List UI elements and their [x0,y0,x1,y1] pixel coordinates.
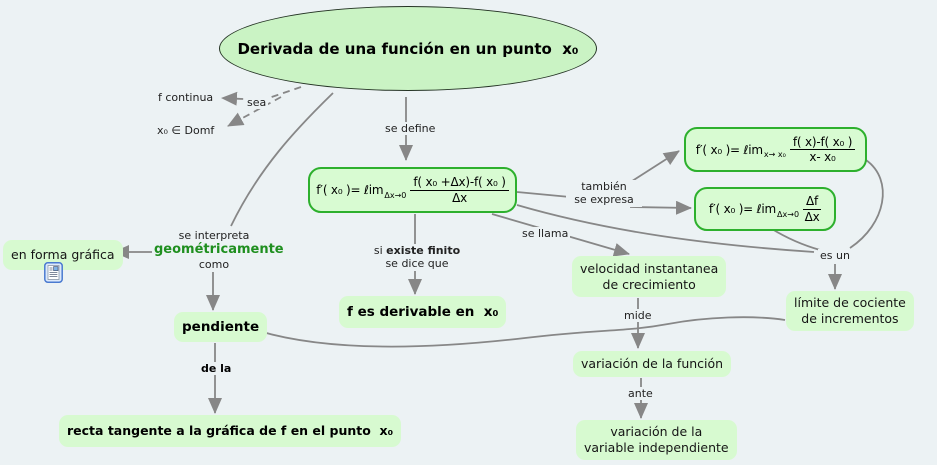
link-text-line1: se interpreta [178,229,250,242]
concept-label-line1: límite de cociente [794,295,906,311]
root-concept-ellipse[interactable]: Derivada de una función en un punto x₀ [219,6,597,91]
concept-label-line1: variación de la [610,424,703,440]
concept-pendiente[interactable]: pendiente [174,312,268,342]
formula-head: f′( x₀ )= ℓim [695,142,763,157]
concept-label-line2: de incrementos [801,311,899,326]
link-si-existe-finito[interactable]: si existe finito se dice que [364,244,470,271]
edge-formula-esun [516,204,815,253]
denominator: Δx [804,209,820,224]
link-text: es un [820,249,850,262]
denominator: Δx [452,190,468,205]
concept-label-line2: variable independiente [584,440,729,455]
concept-label-line1: velocidad instantanea [580,260,719,276]
concept-limite-cociente[interactable]: límite de cociente de incrementos [786,291,914,331]
edge-sea-domf [227,96,282,127]
formula-head: f′( x₀ )= ℓim [316,183,384,197]
edge-formula-tambien [516,191,571,198]
link-ante[interactable]: ante [626,387,655,401]
concept-f-es-derivable[interactable]: f es derivable en x₀ [339,296,507,328]
numerator: f( x₀ +Δx)-f( x₀ ) [410,175,509,191]
link-text: ante [628,387,653,400]
concept-label: variación de la función [581,356,724,372]
link-text-existe-finito: existe finito [386,244,461,257]
link-text-line1: también [581,180,627,193]
formula-head: f′( x₀ )= ℓim [708,202,777,216]
edge-pendiente-limite [258,316,786,348]
concept-recta-tangente[interactable]: recta tangente a la gráfica de f en el p… [59,415,402,447]
concept-velocidad-instantanea[interactable]: velocidad instantanea de crecimiento [572,256,727,297]
concept-variacion-variable[interactable]: variación de la variable independiente [576,420,737,460]
link-text: de la [201,362,232,375]
link-de-la[interactable]: de la [199,362,234,376]
resource-attachment-icon[interactable] [44,262,63,283]
concept-label: recta tangente a la gráfica de f en el p… [67,423,394,439]
limit-subscript: Δx→0 [777,209,800,219]
link-x0-domf[interactable]: x₀ ∈ Domf [155,124,217,138]
numerator: f( x)-f( x₀ ) [789,135,856,150]
edge-tambien-alt2 [629,200,692,215]
link-tambien-se-expresa[interactable]: también se expresa [566,180,642,207]
concept-label: f es derivable en x₀ [347,303,499,320]
link-text: f continua [158,91,214,104]
link-text-line3: como [198,258,230,272]
link-text: mide [624,309,652,322]
numerator: Δf [803,194,822,210]
link-es-un[interactable]: es un [818,249,852,263]
edge-alt1-esun [849,159,884,249]
link-text-si: si [373,244,383,257]
root-concept-title: Derivada de una función en un punto x₀ [237,39,579,58]
link-sea[interactable]: sea [245,96,269,110]
link-mide[interactable]: mide [622,309,654,323]
edge-ellipse-interpreta [230,92,334,227]
link-text: se define [385,122,436,135]
link-text: sea [247,96,267,109]
link-se-llama[interactable]: se llama [520,227,571,241]
document-image-icon [44,262,63,283]
link-se-interpreta-geometricamente[interactable]: se interpreta geométricamente como [152,229,284,272]
link-text-line1: si existe finito [366,244,468,257]
link-text-line2: se expresa [574,193,634,207]
link-se-define[interactable]: se define [383,122,438,136]
limit-subscript: Δx→0 [384,190,407,200]
edge-alt2-esun [771,228,821,251]
link-text-geometricamente: geométricamente [154,242,284,258]
link-text-line2: se dice que [385,257,449,271]
concept-variacion-funcion[interactable]: variación de la función [573,351,732,377]
link-text: x₀ ∈ Domf [157,124,215,137]
fraction: f( x)-f( x₀ )x- x₀ [789,135,856,165]
link-f-continua[interactable]: f continua [156,91,216,105]
concept-label-line2: de crecimiento [602,276,696,292]
concept-label: pendiente [182,318,260,335]
denominator: x- x₀ [809,150,836,164]
concept-label: en forma gráfica [11,247,115,263]
limit-subscript: x→ x₀ [763,150,786,159]
fraction: f( x₀ +Δx)-f( x₀ )Δx [410,175,509,205]
link-text: se llama [522,227,569,240]
